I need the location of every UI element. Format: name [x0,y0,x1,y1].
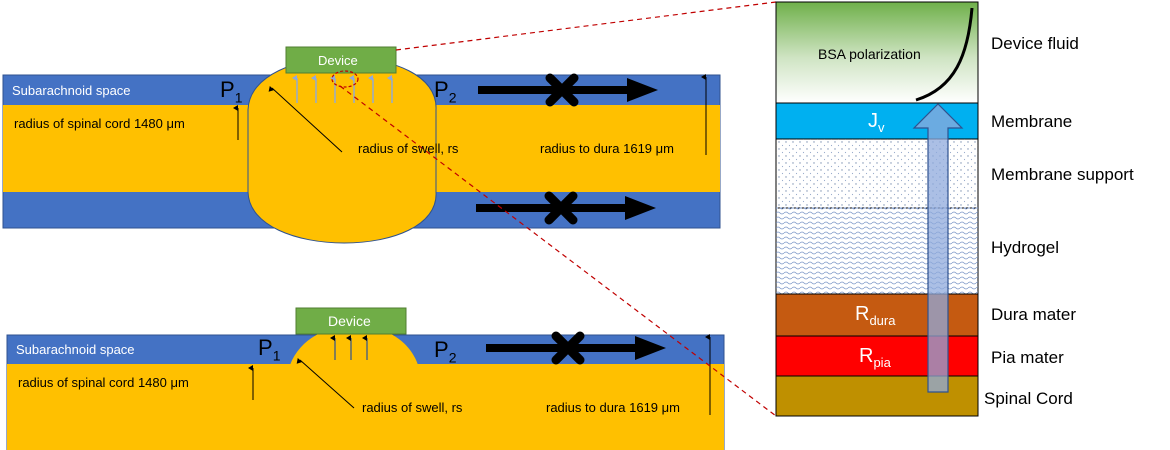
bottom-p2-label: P2 [434,337,457,366]
top-blocked-flow-arrow-lower [476,191,656,225]
top-cord-radius-label: radius of spinal cord 1480 μm [14,116,185,131]
bottom-panel [6,307,725,450]
top-subarachnoid-label: Subarachnoid space [12,83,131,98]
bsa-polarization-label: BSA polarization [818,46,921,62]
layer-label-membrane: Membrane [991,112,1073,131]
top-flux-arrows [292,75,393,103]
zoom-line-lower [339,85,777,417]
bottom-p1-label: P1 [258,335,281,364]
bottom-subarachnoid-label: Subarachnoid space [16,342,135,357]
bottom-spinal-cord [7,364,724,450]
jv-label: Jv [868,110,885,135]
top-device-label: Device [318,53,358,68]
jv-flux-arrow [912,103,964,393]
top-swell-radius-line [268,85,343,153]
layer-label-hydrogel: Hydrogel [991,238,1060,257]
layer-device-fluid [775,1,979,104]
layer-label-dura-mater: Dura mater [991,305,1077,324]
top-p1-label: P1 [220,77,243,106]
bottom-dura-radius-label: radius to dura 1619 μm [546,400,680,415]
zoom-source-circle [331,70,359,88]
layer-label-membrane-support: Membrane support [991,165,1134,184]
top-panel [2,46,721,244]
bottom-device [295,307,407,335]
layer-label-pia-mater: Pia mater [991,348,1064,367]
bottom-blocked-flow-arrow [486,331,666,365]
bottom-swell-radius-line [296,358,355,409]
layer-label-spinal-cord: Spinal Cord [984,389,1073,408]
bottom-cord-radius-label: radius of spinal cord 1480 μm [18,375,189,390]
top-blocked-flow-arrow [478,73,658,107]
layer-stack [775,1,979,417]
rpia-label: Rpia [859,345,891,370]
top-swell-radius-label: radius of swell, rs [358,141,459,156]
bottom-swell [290,325,418,365]
bottom-swell-radius-label: radius of swell, rs [362,400,463,415]
rdura-label: Rdura [855,303,896,328]
zoom-line-upper [395,1,777,51]
top-device [285,46,397,74]
top-dura-radius-label: radius to dura 1619 μm [540,141,674,156]
layer-label-device-fluid: Device fluid [991,34,1079,53]
polarization-curve [915,7,974,102]
bottom-flux-arrows [330,335,368,360]
top-p2-label: P2 [434,77,457,106]
bottom-device-label: Device [328,313,371,329]
